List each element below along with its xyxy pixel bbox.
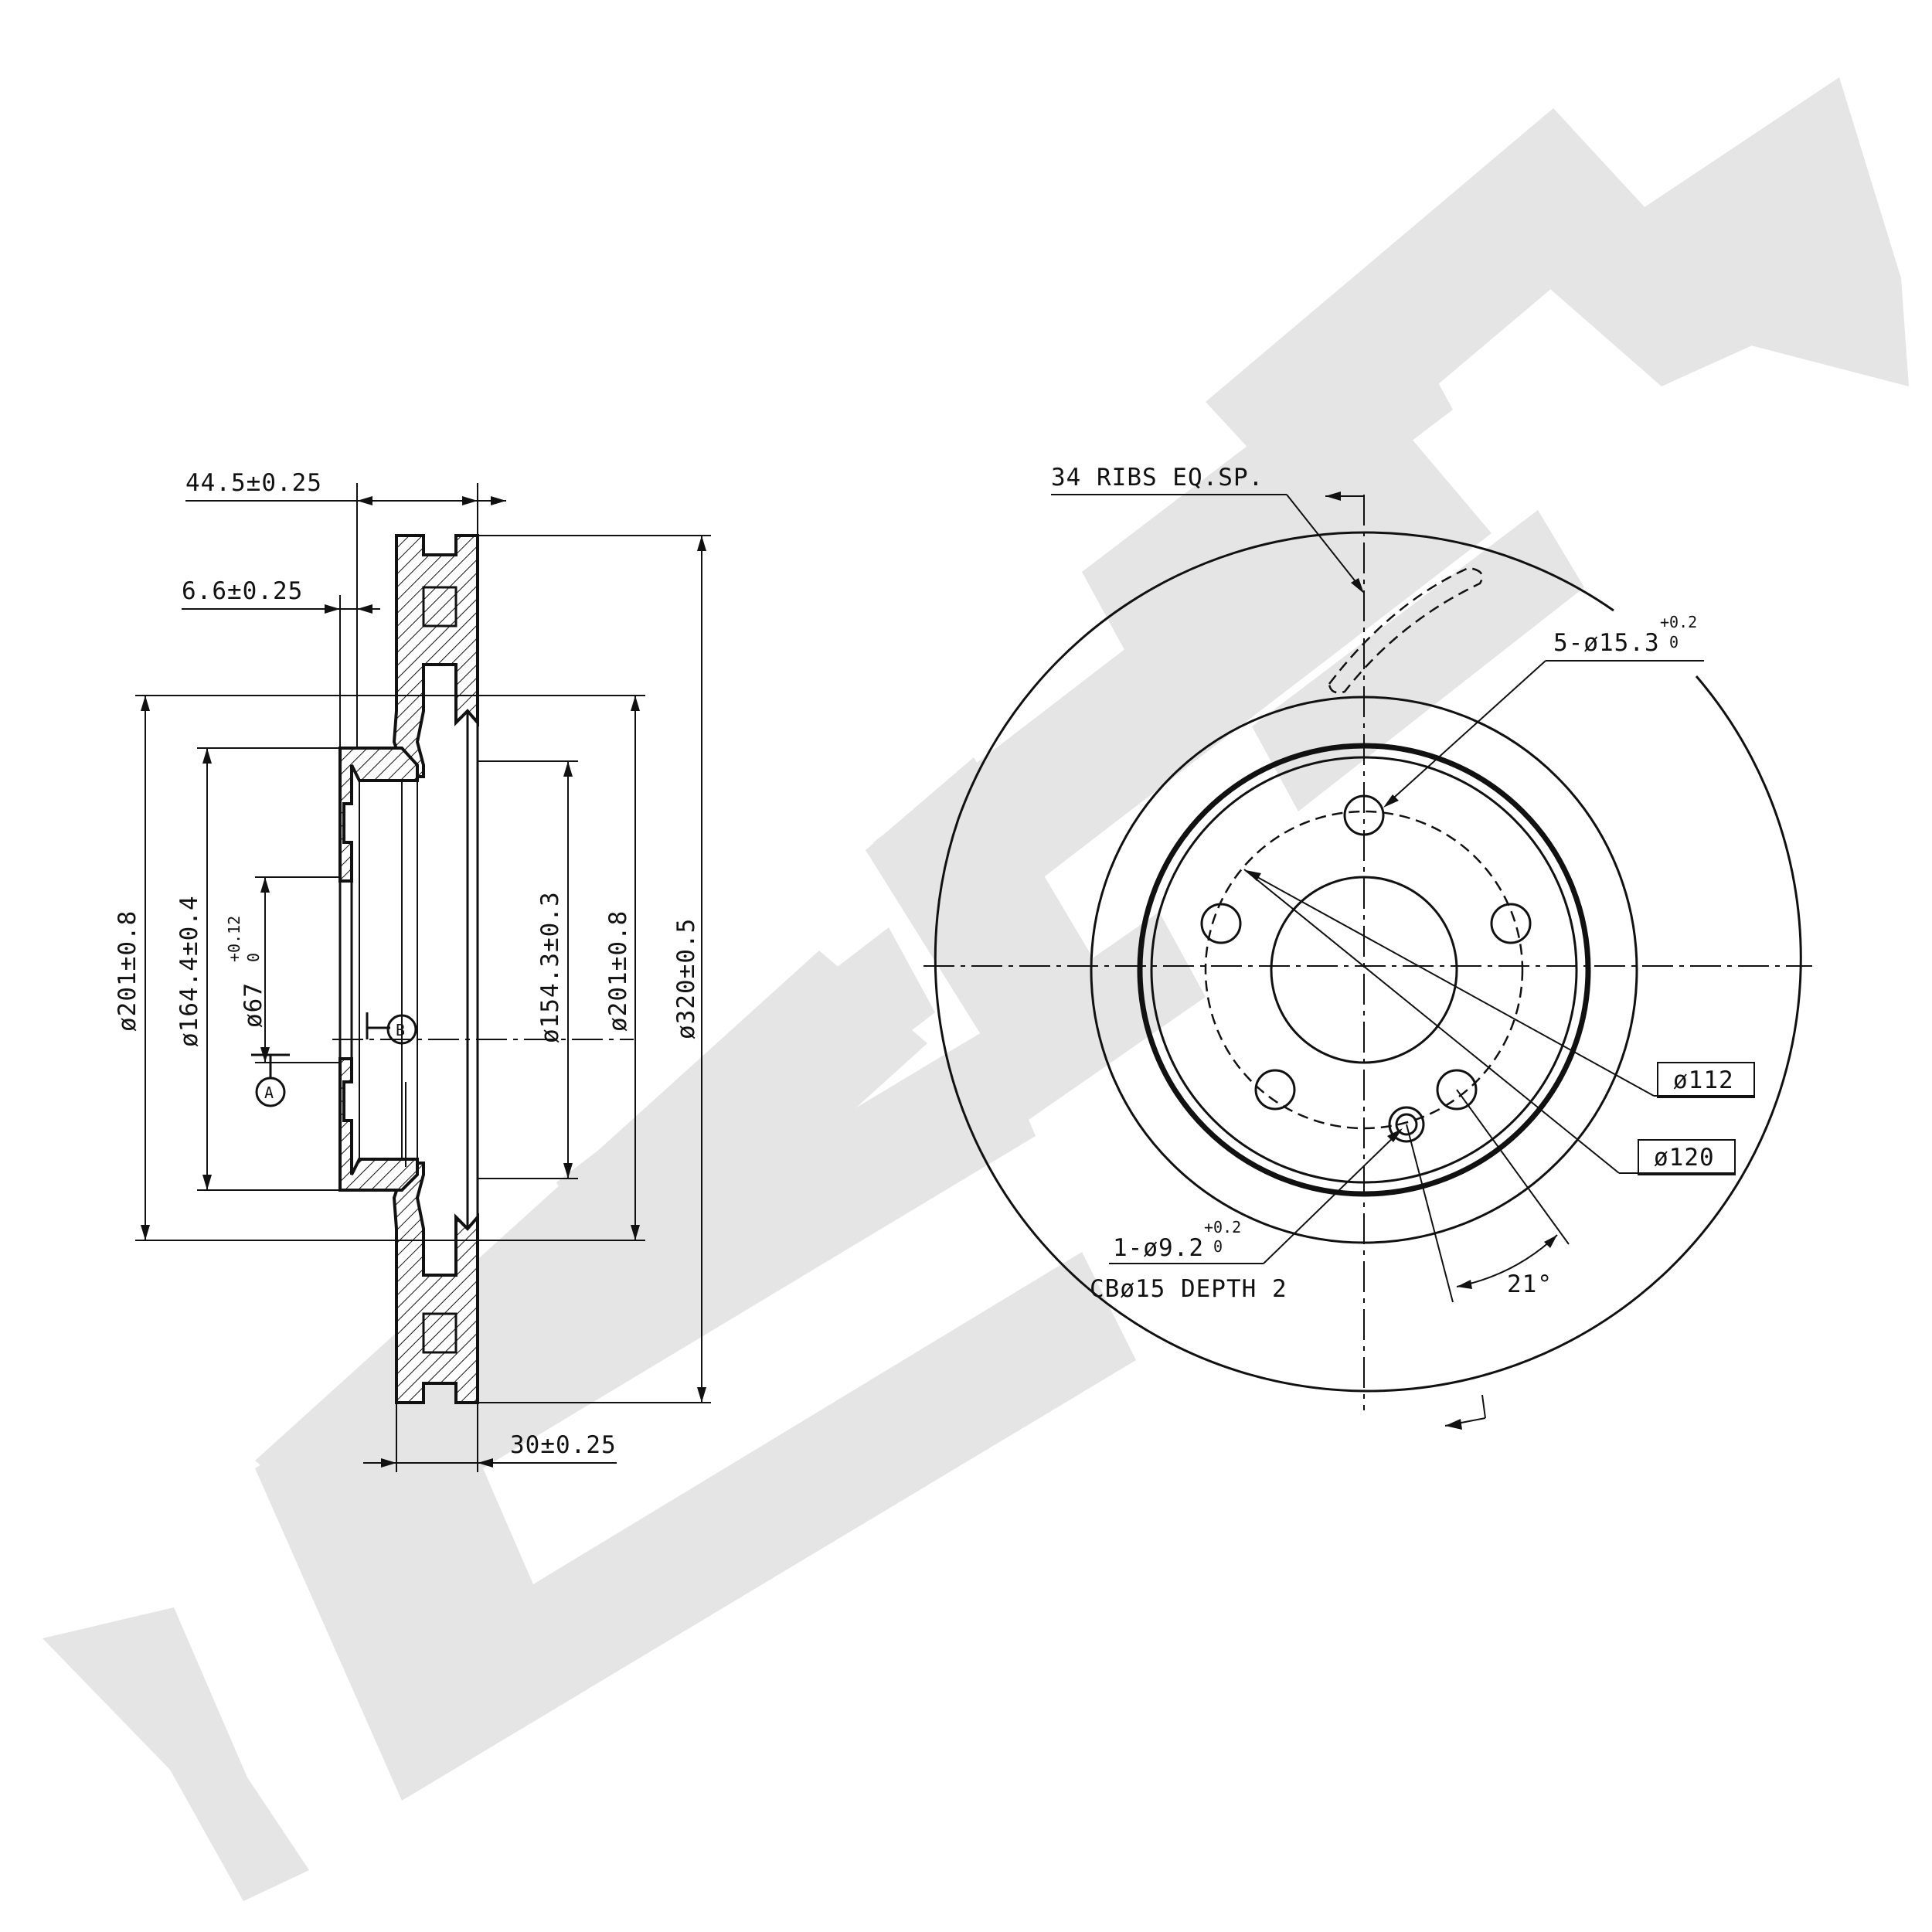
section-top-cheek [392,534,479,778]
datum-a-label: A [264,1083,274,1102]
note-bolt-holes: 5-ø15.3 [1553,629,1660,657]
dim-angle: 21° [1507,1270,1553,1298]
section-bottom-cheek [392,1162,479,1404]
dim-pcd-112: ø112 [1673,1066,1734,1094]
center-bore [1270,876,1458,1064]
hat-outer-circle [1137,743,1591,1197]
vent-rib-outline [1328,566,1484,694]
small-hole [1395,1113,1418,1136]
bolt-hole-2 [1490,903,1532,944]
dim-dia-67: ø67 [240,982,267,1028]
front-view: 34 RIBS EQ.SP. 5-ø15.3 +0.2 0 ø112 ø120 … [923,464,1812,1430]
dim-dia-201-left: ø201±0.8 [114,910,141,1032]
vent-slot-top [422,586,457,628]
outer-disc-circle [934,531,1802,1393]
hat-inner-circle [1150,756,1578,1184]
bolt-hole-5 [1200,903,1242,944]
bolt-circle [1204,810,1524,1130]
dim-box-112 [1657,1062,1755,1098]
side-view-section: B A 44.5±0.25 6.6±0.25 [114,469,711,1472]
small-hole-counterbore [1388,1106,1425,1143]
note-small-hole-tol-upper: +0.2 [1204,1218,1241,1236]
datum-b-label: B [396,1021,405,1039]
dim-dia-67-tol-upper: +0.12 [225,916,243,962]
watermark-logo [43,77,1909,1901]
dim-pcd-120: ø120 [1654,1144,1715,1172]
bolt-hole-4 [1254,1069,1296,1111]
dim-hat-thickness: 6.6±0.25 [182,577,303,605]
note-counterbore: CBø15 DEPTH 2 [1090,1275,1287,1303]
note-small-hole-tol-lower: 0 [1213,1237,1223,1256]
vent-slot-bottom [422,1312,457,1354]
friction-ring-inner [1090,696,1638,1244]
note-small-hole: 1-ø9.2 [1113,1234,1204,1262]
section-hat [338,747,419,883]
bolt-hole-3 [1436,1069,1478,1111]
dim-overall-thickness: 44.5±0.25 [185,469,322,497]
dim-dia-320: ø320±0.5 [672,918,700,1039]
dim-dia-164: ø164.4±0.4 [175,895,203,1047]
note-bolt-holes-tol-upper: +0.2 [1660,613,1697,631]
datum-b-circle [386,1014,417,1045]
dim-box-120 [1638,1139,1736,1175]
bolt-hole-1 [1343,794,1385,836]
note-ribs: 34 RIBS EQ.SP. [1051,464,1264,492]
dim-dia-154: ø154.3±0.3 [536,891,564,1043]
dim-disc-thickness: 30±0.25 [510,1431,617,1459]
dim-dia-67-tol-lower: 0 [244,953,263,962]
datum-a-circle [255,1077,286,1107]
dim-dia-201-right: ø201±0.8 [604,910,632,1032]
note-bolt-holes-tol-lower: 0 [1669,633,1679,651]
